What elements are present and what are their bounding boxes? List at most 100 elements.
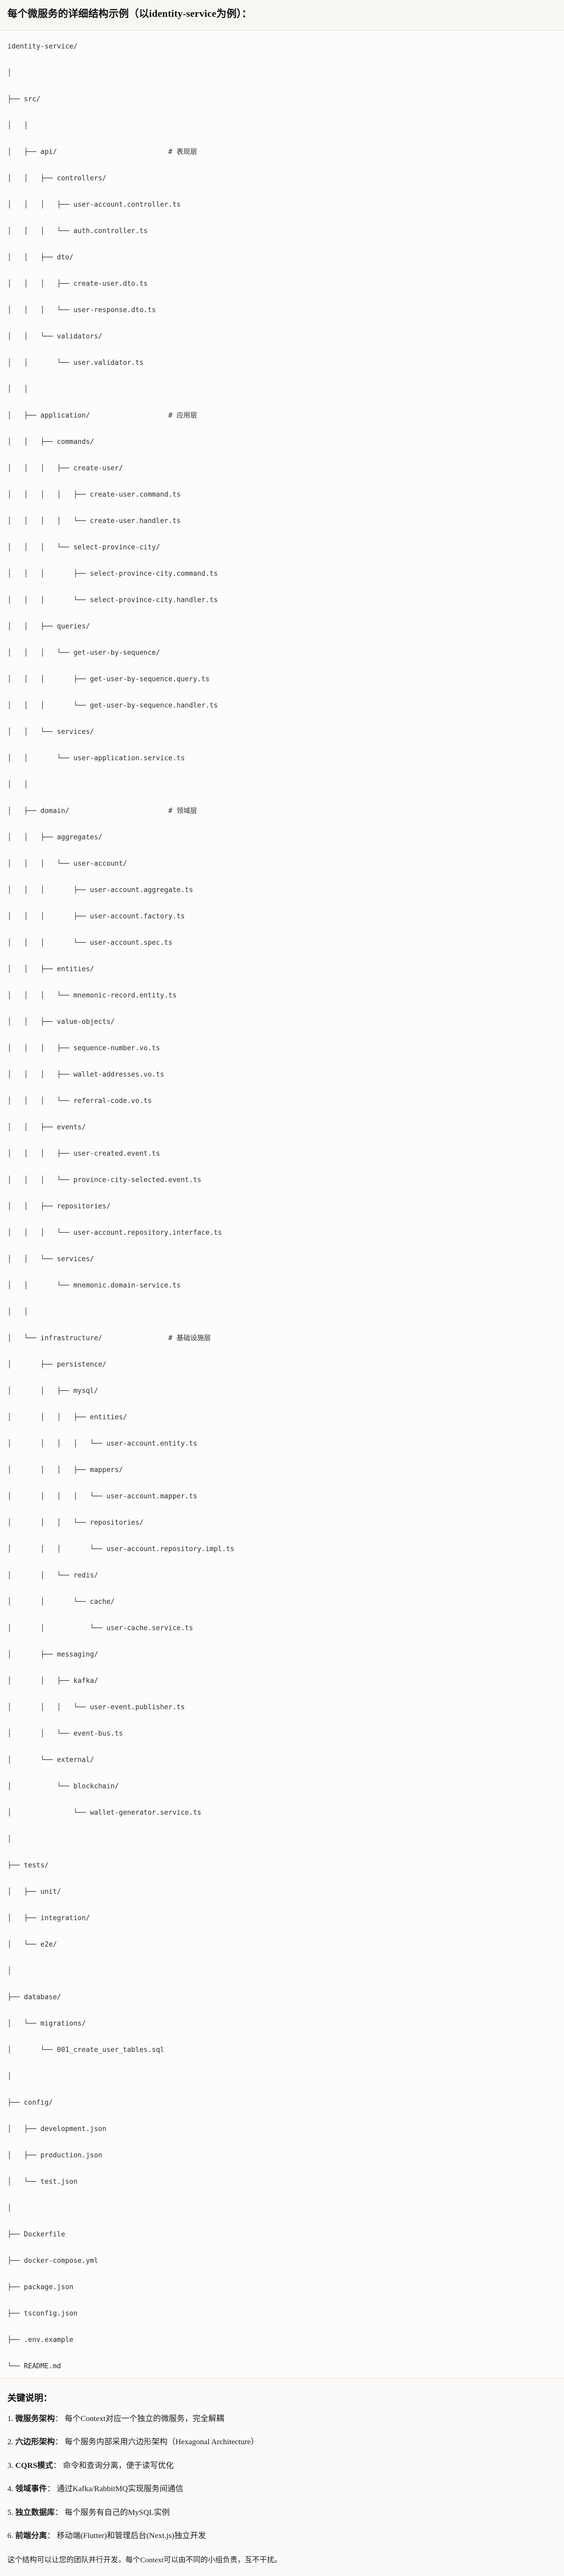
tree-layer-comment: # 领域层 [168,807,197,815]
tree-line: │ │ └── user.validator.ts [7,359,144,367]
tree-line: │ [7,2204,12,2212]
tree-line: │ ├── unit/ [7,1887,61,1896]
key-note-description: 每个服务有自己的MySQL实例 [63,2508,170,2517]
tree-layer-comment: # 表现层 [168,148,197,156]
tree-line: │ │ ├── dto/ [7,253,74,262]
key-note-number: 5. [7,2508,15,2517]
tree-layer-comment: # 基础设施层 [168,1334,211,1342]
key-note-description: 每个Context对应一个独立的微服务，完全解耦 [63,2414,225,2423]
key-note-term: 前端分离 [15,2532,47,2541]
key-note-separator: ： [47,2485,55,2494]
tree-line: │ │ └── event-bus.ts [7,1729,123,1738]
tree-line: │ │ │ ├── user-account.factory.ts [7,912,185,921]
tree-line: │ │ │ └── mnemonic-record.entity.ts [7,991,177,1000]
tree-line: │ └── wallet-generator.service.ts [7,1808,201,1817]
tree-layer-comment: # 应用层 [168,411,197,420]
tree-line: │ │ ├── controllers/ [7,174,106,182]
tree-line: ├── .env.example [7,2336,74,2344]
key-note-number: 3. [7,2461,15,2470]
tree-line: │ │ │ └── select-province-city/ [7,543,160,551]
tree-line: │ │ │ └── referral-code.vo.ts [7,1097,152,1105]
tree-line: │ │ │ │ └── user-account.entity.ts [7,1439,198,1448]
tree-line: │ │ └── mnemonic.domain-service.ts [7,1281,181,1290]
directory-tree: identity-service/ │ ├── src/ │ │ │ ├── a… [7,40,557,2373]
tree-line: │ │ [7,780,28,789]
tree-line: │ └── migrations/ [7,2019,86,2028]
tree-line: │ │ │ └── province-city-selected.event.t… [7,1176,201,1184]
tree-line: │ │ │ │ ├── create-user.command.ts [7,490,181,499]
tree-line: │ │ │ ├── wallet-addresses.vo.ts [7,1070,164,1079]
tree-line: │ │ └── user-cache.service.ts [7,1624,193,1632]
tree-line: │ │ │ └── user-account.repository.interf… [7,1228,222,1237]
tree-line: │ │ │ │ └── user-account.mapper.ts [7,1492,198,1500]
tree-line: │ │ │ └── repositories/ [7,1518,144,1527]
tree-line: ├── tests/ [7,1861,49,1870]
tree-line: │ │ │ └── auth.controller.ts [7,227,148,235]
tree-line: │ ├── integration/ [7,1914,90,1922]
tree-line: │ │ ├── events/ [7,1123,86,1131]
key-note-item: 5. 独立数据库： 每个服务有自己的MySQL实例 [7,2507,557,2519]
key-note-term: 六边形架构 [15,2438,55,2447]
key-note-number: 2. [7,2438,15,2447]
tree-line: └── README.md [7,2362,61,2370]
tree-line: │ │ └── redis/ [7,1571,99,1580]
directory-tree-block: identity-service/ │ ├── src/ │ │ │ ├── a… [0,30,564,2378]
tree-line: │ │ │ ├── select-province-city.command.t… [7,569,218,578]
tree-line: │ │ │ └── select-province-city.handler.t… [7,596,218,604]
tree-line: │ │ │ └── get-user-by-sequence.handler.t… [7,701,218,710]
tree-line: │ [7,1967,12,1975]
key-note-term: CQRS模式 [15,2461,53,2470]
tree-line: │ ├── development.json [7,2125,106,2133]
key-notes-title: 关键说明： [7,2393,52,2403]
key-note-term: 微服务架构 [15,2414,55,2423]
tree-line: │ │ │ ├── user-account.aggregate.ts [7,886,193,894]
tree-line: │ │ ├── queries/ [7,622,90,631]
key-note-item: 4. 领域事件： 通过Kafka/RabbitMQ实现服务间通信 [7,2483,557,2495]
tree-line: │ │ │ └── get-user-by-sequence/ [7,648,160,657]
tree-line: ├── config/ [7,2098,53,2107]
tree-line: ├── docker-compose.yml [7,2257,99,2265]
tree-line: │ │ │ └── user-account.spec.ts [7,938,173,947]
tree-line: │ │ │ └── user-account.repository.impl.t… [7,1545,235,1553]
tree-line: │ │ │ ├── entities/ [7,1413,127,1421]
key-note-number: 6. [7,2532,15,2541]
tree-line: │ │ │ ├── mappers/ [7,1466,123,1474]
tree-line: │ ├── api/ # 表现层 [7,148,197,156]
key-note-separator: ： [53,2461,61,2470]
key-note-term: 领域事件 [15,2485,47,2494]
tree-line: │ │ ├── aggregates/ [7,833,103,841]
tree-line: │ ├── persistence/ [7,1360,106,1369]
tree-line: │ │ [7,385,28,393]
key-note-separator: ： [47,2532,55,2541]
tree-line: │ │ │ ├── user-account.controller.ts [7,200,181,209]
tree-line: │ │ [7,121,28,130]
heading-section: 每个微服务的详细结构示例（以identity-service为例）： [0,0,564,31]
key-note-item: 2. 六边形架构： 每个服务内部采用六边形架构（Hexagonal Archit… [7,2436,557,2448]
key-note-description: 每个服务内部采用六边形架构（Hexagonal Architecture） [63,2438,259,2447]
tree-line: ├── Dockerfile [7,2230,65,2239]
tree-line: ├── database/ [7,1993,61,2001]
tree-line: │ └── external/ [7,1756,94,1764]
tree-line: │ │ │ └── user-event.publisher.ts [7,1703,185,1711]
key-note-description: 命令和查询分离，便于读写优化 [61,2461,174,2470]
tree-line: │ [7,69,12,77]
tree-line: │ │ │ └── user-response.dto.ts [7,306,156,314]
key-note-description: 通过Kafka/RabbitMQ实现服务间通信 [55,2485,183,2494]
tree-line: │ ├── messaging/ [7,1650,99,1659]
key-note-separator: ： [55,2508,63,2517]
tree-line: │ ├── application/ # 应用层 [7,411,197,420]
tree-line: │ └── 001_create_user_tables.sql [7,2046,164,2054]
tree-line: │ │ └── services/ [7,728,94,736]
key-note-term: 独立数据库 [15,2508,55,2517]
key-notes-section: 关键说明： 1. 微服务架构： 每个Context对应一个独立的微服务，完全解耦… [0,2378,564,2576]
tree-line: │ │ └── services/ [7,1255,94,1263]
tree-line: │ │ └── user-application.service.ts [7,754,185,762]
tree-line: │ │ [7,1308,28,1316]
key-note-separator: ： [55,2414,63,2423]
tree-line: │ │ ├── commands/ [7,438,94,446]
tree-line: │ │ ├── mysql/ [7,1387,99,1395]
tree-line: │ └── infrastructure/ # 基础设施层 [7,1334,211,1342]
tree-line: │ │ │ ├── create-user/ [7,464,123,472]
